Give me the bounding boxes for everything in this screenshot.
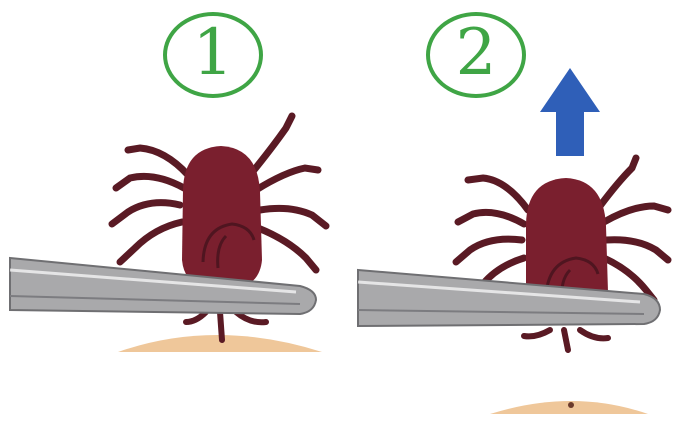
tick-mouthparts (524, 330, 608, 350)
step-2-panel: 2 (338, 0, 676, 421)
step-1-illustration (0, 0, 338, 421)
tick-body (182, 146, 262, 288)
step-2-illustration (338, 0, 676, 421)
step-1-panel: 1 (0, 0, 338, 421)
tweezers (358, 270, 660, 326)
arrow-up-icon (540, 68, 600, 156)
tweezers (10, 258, 316, 314)
